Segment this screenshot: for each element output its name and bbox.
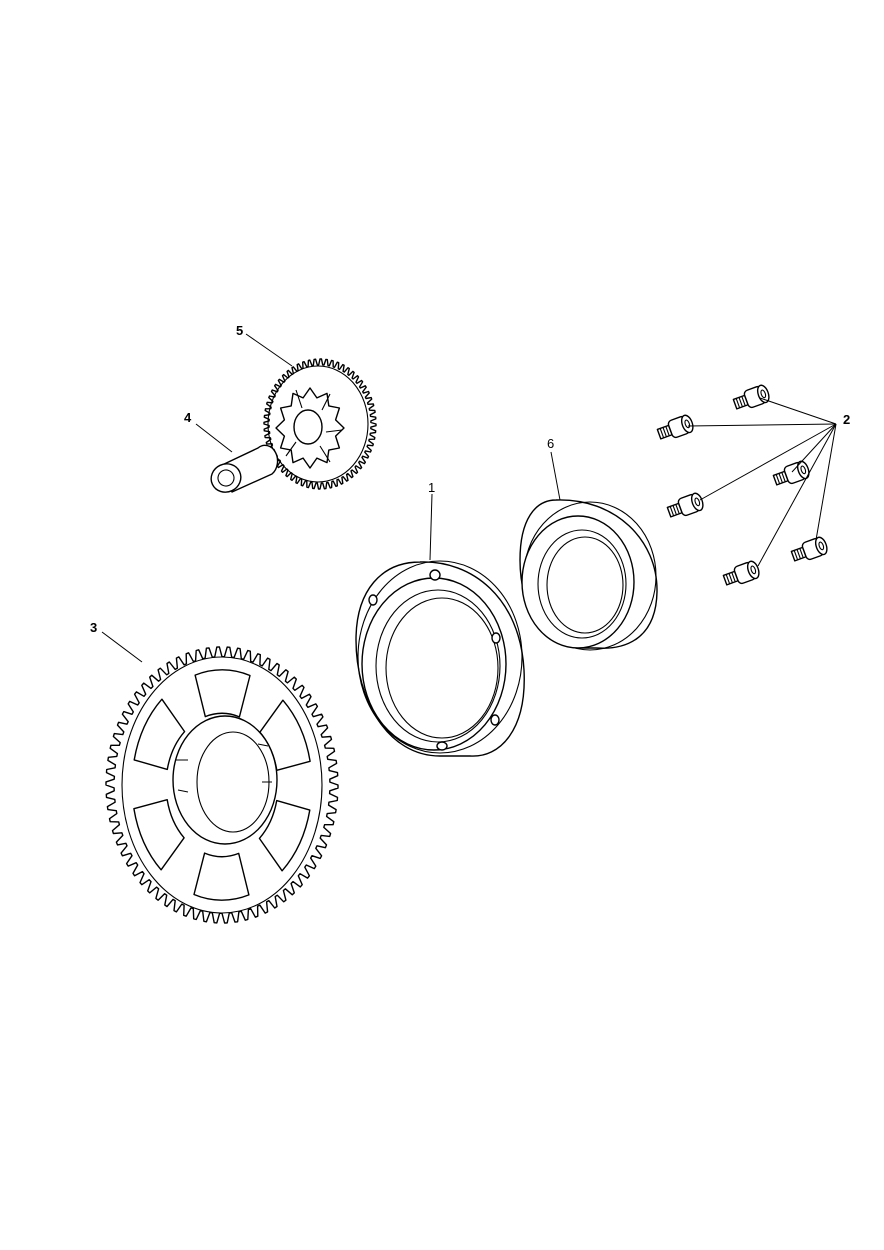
idler-gear: [263, 358, 377, 490]
gear-window: [194, 669, 251, 718]
socket-screw: [772, 460, 810, 486]
callout-6: 6: [547, 436, 554, 451]
callout-4: 4: [184, 410, 192, 425]
socket-screw: [666, 492, 704, 518]
callout-3: 3: [90, 620, 97, 635]
gear-window: [258, 799, 311, 872]
socket-screw: [790, 536, 828, 562]
socket-screw-group: [656, 384, 828, 586]
sprag-race: [519, 499, 658, 651]
gear-window: [133, 799, 185, 871]
socket-screw: [722, 560, 760, 586]
shaft-pin: [210, 444, 279, 493]
leader-lines: [101, 333, 837, 663]
callout-2: 2: [843, 412, 850, 427]
gear-window: [133, 698, 186, 771]
sprag-housing: [355, 560, 525, 757]
callout-1: 1: [428, 480, 435, 495]
starter-gear: [105, 646, 339, 924]
socket-screw: [732, 384, 770, 410]
callout-5: 5: [236, 323, 243, 338]
callout-labels: 1 2 3 4 5 6: [90, 323, 850, 635]
socket-screw: [656, 414, 694, 440]
gear-window: [193, 852, 250, 901]
